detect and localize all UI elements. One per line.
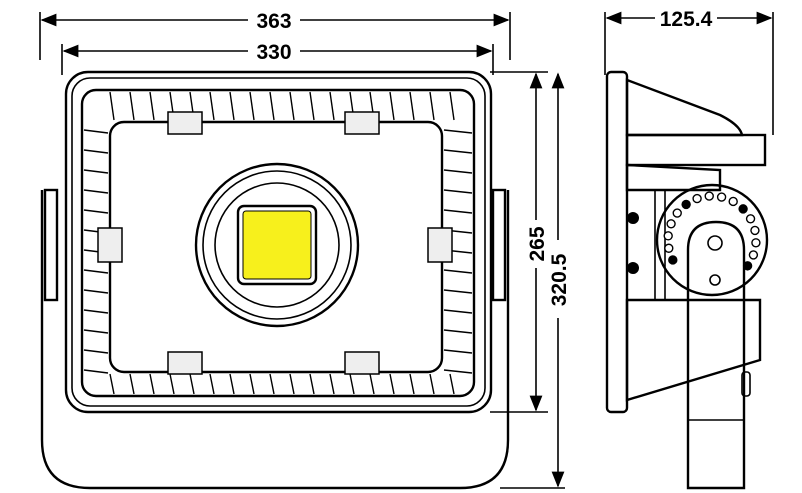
tilt-hole [668,255,678,265]
fin [289,91,295,121]
fin [249,373,255,395]
fin [109,373,115,395]
fin [443,329,473,334]
fin [149,373,155,395]
dimension-overall-height: 320.5 [500,72,571,489]
fin [443,289,473,294]
mounting-bracket [40,190,510,490]
fin [269,91,275,121]
dim-label-363: 363 [256,10,291,33]
tilt-hole [672,208,682,218]
fin [443,129,473,134]
front-view [40,70,510,490]
fin [443,169,473,174]
fin [209,91,215,121]
tilt-hole [692,193,702,204]
fin [209,373,215,395]
housing-frame [64,70,493,414]
mount-arm [686,220,746,490]
fin [229,373,235,395]
tilt-hole [663,231,673,241]
fin [389,91,395,121]
fin [389,373,395,395]
fin [189,373,195,395]
tilt-hole [751,238,761,248]
fin [83,129,109,134]
fin [269,373,275,395]
clamp-tabs [97,111,453,375]
tilt-hole [738,204,748,214]
fin [83,189,109,194]
fin [369,373,375,395]
fin [83,169,109,174]
fin [109,91,115,121]
tilt-hole [716,192,727,202]
fin [443,369,473,374]
fin [83,349,109,354]
tilt-hole [681,199,691,210]
tilt-holes [663,191,761,271]
dimension-frame-width: 330 [61,41,494,75]
fin [429,373,435,395]
fin [443,149,473,154]
tilt-disc [655,183,769,297]
dimension-frame-height: 265 [490,71,549,413]
dimension-overall-width: 363 [39,10,511,60]
tilt-hole [728,196,738,207]
fin [443,309,473,314]
fin [329,91,335,121]
heat-sink [80,88,476,398]
fin [229,91,235,121]
fin [329,373,335,395]
fin [289,373,295,395]
tilt-hole [745,214,756,224]
fin [83,309,109,314]
fin [129,373,135,395]
fin [83,289,109,294]
fin [443,349,473,354]
fin [83,329,109,334]
tilt-hole [748,250,759,260]
fin [449,373,455,395]
fin [449,91,455,121]
dimension-depth: 125.4 [604,8,774,135]
fin [83,369,109,374]
fin [309,91,315,121]
fin [83,149,109,154]
dim-label-330: 330 [256,41,291,64]
tilt-hole [750,225,760,236]
reflector-ring [194,162,360,328]
dim-label-125-4: 125.4 [660,8,713,31]
fin [149,91,155,121]
fin [129,91,135,121]
fin [83,269,109,274]
fin [309,373,315,395]
dim-label-265: 265 [526,226,549,261]
tilt-hole [704,191,714,201]
fin [409,373,415,395]
tilt-hole [666,219,676,229]
fin [169,373,175,395]
side-view [605,70,769,490]
tilt-hole [664,243,674,253]
fin [83,209,109,214]
led-chip [242,210,312,280]
fin [443,269,473,274]
dim-label-320-5: 320.5 [548,253,571,306]
fin [443,209,473,214]
fin [409,91,415,121]
fin [249,91,255,121]
fin [429,91,435,121]
fin [443,189,473,194]
fin [349,373,355,395]
